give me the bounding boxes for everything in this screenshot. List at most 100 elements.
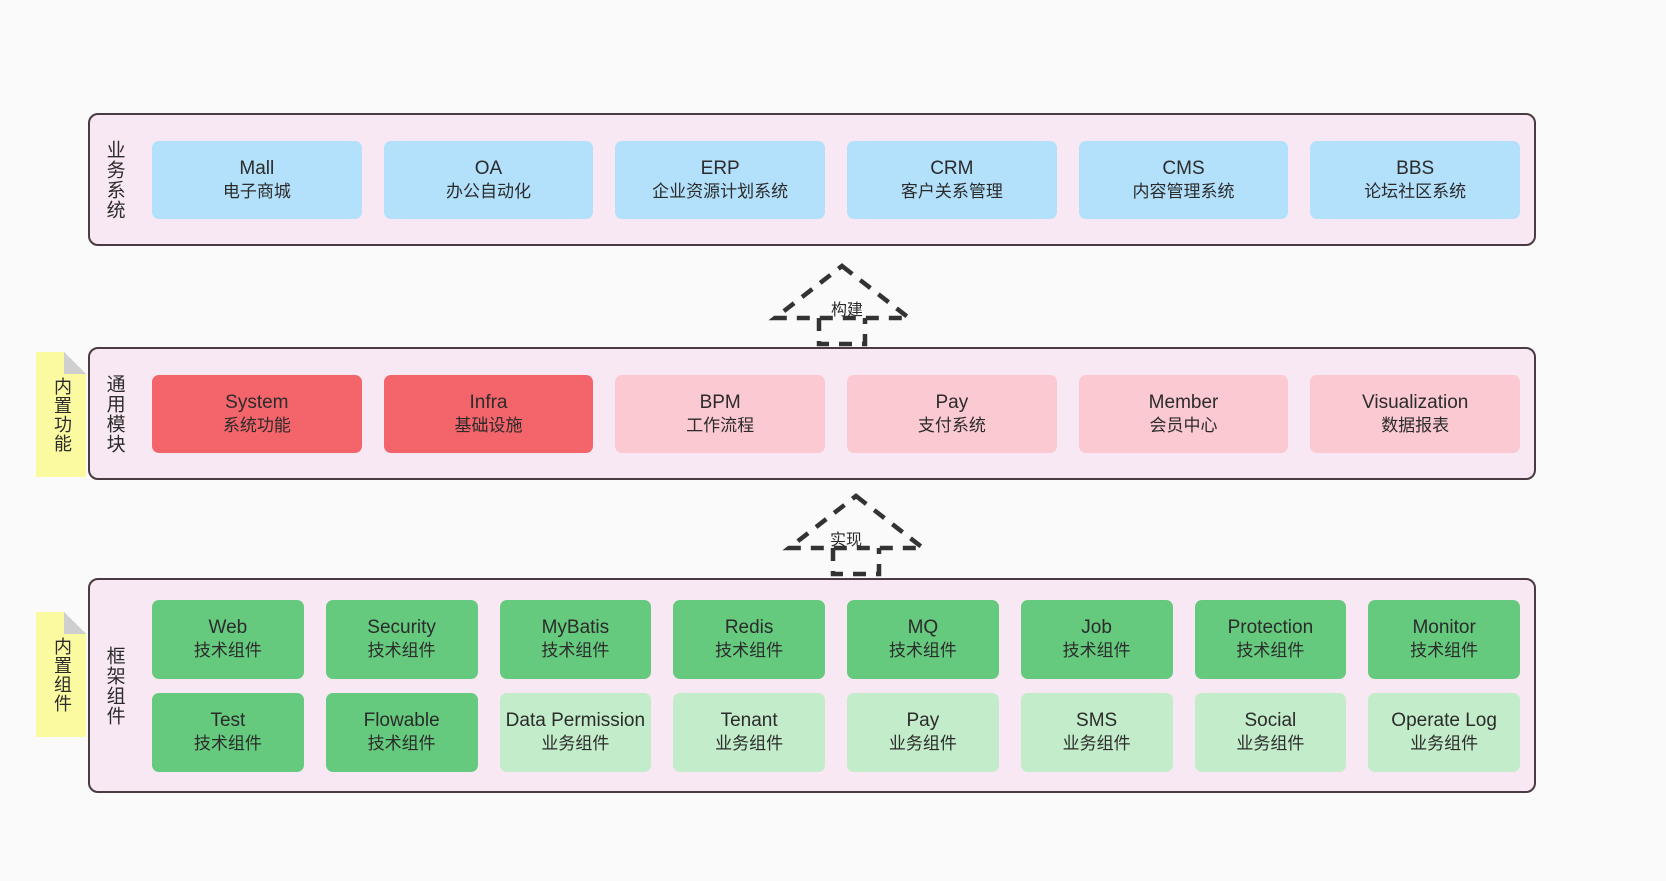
card-title-en: Monitor [1412, 617, 1476, 639]
card-sms[interactable]: SMS 业务组件 [1020, 692, 1173, 772]
card-title-en: Social [1244, 710, 1297, 732]
sticky-note-builtin-component: 内置组件 [36, 612, 86, 737]
card-title-en: Data Permission [505, 710, 646, 732]
card-bbs[interactable]: BBS 论坛社区系统 [1310, 140, 1521, 219]
layer-body-framework-components: Web 技术组件 Security 技术组件 MyBatis 技术组件 Redi… [138, 580, 1534, 791]
card-crm[interactable]: CRM 客户关系管理 [847, 140, 1057, 219]
card-title-en: Member [1148, 391, 1219, 413]
card-social[interactable]: Social 业务组件 [1194, 692, 1347, 772]
card-mq[interactable]: MQ 技术组件 [847, 599, 999, 679]
card-redis[interactable]: Redis 技术组件 [673, 599, 825, 679]
card-oa[interactable]: OA 办公自动化 [383, 140, 594, 219]
layer-framework-components: 框架组件 Web 技术组件 Security 技术组件 MyBatis 技术组件… [88, 578, 1536, 793]
card-title-en: Pay [906, 710, 940, 732]
card-title-cn: 办公自动化 [446, 181, 531, 201]
card-title-cn: 企业资源计划系统 [652, 181, 789, 201]
card-title-en: Visualization [1362, 391, 1469, 413]
layer-title-framework-components: 框架组件 [103, 645, 125, 726]
card-title-cn: 技术组件 [193, 734, 262, 754]
card-title-cn: 业务组件 [888, 734, 957, 754]
card-title-cn: 工作流程 [686, 415, 755, 435]
layer-title-common-modules: 通用模块 [103, 373, 125, 454]
sticky-note-label: 内置功能 [51, 376, 72, 453]
framework-card-row-business: Test 技术组件 Flowable 技术组件 Data Permission … [152, 692, 1520, 772]
card-title-en: Infra [469, 391, 508, 413]
layer-business-systems: 业务系统 Mall 电子商城 OA 办公自动化 ERP 企业资源计划系统 CRM [88, 113, 1536, 246]
card-protection[interactable]: Protection 技术组件 [1194, 599, 1347, 679]
card-title-en: Test [210, 710, 246, 732]
card-title-en: MyBatis [541, 617, 610, 639]
card-title-en: Security [367, 617, 436, 639]
card-title-cn: 技术组件 [541, 641, 610, 661]
arrow-head-triangle [768, 263, 916, 321]
card-data-permission[interactable]: Data Permission 业务组件 [499, 692, 652, 772]
card-job[interactable]: Job 技术组件 [1020, 599, 1173, 679]
card-tenant[interactable]: Tenant 业务组件 [673, 692, 825, 772]
business-card-row: Mall 电子商城 OA 办公自动化 ERP 企业资源计划系统 CRM 客户关系… [152, 140, 1521, 219]
card-system[interactable]: System 系统功能 [152, 374, 362, 453]
card-title-cn: 技术组件 [367, 641, 436, 661]
card-title-cn: 业务组件 [715, 734, 784, 754]
card-title-cn: 技术组件 [888, 641, 957, 661]
card-test[interactable]: Test 技术组件 [152, 692, 304, 772]
card-title-en: Operate Log [1391, 710, 1497, 732]
card-title-cn: 业务组件 [541, 734, 610, 754]
card-web[interactable]: Web 技术组件 [152, 599, 304, 679]
card-erp[interactable]: ERP 企业资源计划系统 [615, 140, 826, 219]
card-title-cn: 内容管理系统 [1132, 181, 1235, 201]
card-title-cn: 基础设施 [454, 415, 523, 435]
card-title-en: CMS [1162, 157, 1205, 179]
card-title-cn: 业务组件 [1410, 734, 1479, 754]
card-title-en: BBS [1396, 157, 1435, 179]
card-title-en: BPM [699, 391, 741, 413]
arrow-label-build: 构建 [831, 302, 864, 319]
card-title-en: Job [1081, 617, 1112, 639]
card-cms[interactable]: CMS 内容管理系统 [1078, 140, 1289, 219]
card-security[interactable]: Security 技术组件 [325, 599, 478, 679]
card-operate-log[interactable]: Operate Log 业务组件 [1368, 692, 1520, 772]
card-visualization[interactable]: Visualization 数据报表 [1310, 374, 1521, 453]
card-title-en: OA [474, 157, 503, 179]
card-title-en: Redis [724, 617, 774, 639]
sticky-note-label: 内置组件 [51, 636, 72, 713]
card-title-cn: 系统功能 [222, 415, 291, 435]
card-monitor[interactable]: Monitor 技术组件 [1368, 599, 1520, 679]
card-title-cn: 技术组件 [1410, 641, 1479, 661]
card-title-en: Pay [935, 391, 969, 413]
card-pay-module[interactable]: Pay 支付系统 [847, 374, 1057, 453]
arrow-label-implement: 实现 [830, 532, 863, 549]
layer-common-modules: 通用模块 System 系统功能 Infra 基础设施 BPM 工作流程 Pay [88, 347, 1536, 480]
card-title-en: ERP [700, 157, 740, 179]
framework-card-row-technical: Web 技术组件 Security 技术组件 MyBatis 技术组件 Redi… [152, 599, 1520, 679]
card-pay-component[interactable]: Pay 业务组件 [847, 692, 999, 772]
module-card-row: System 系统功能 Infra 基础设施 BPM 工作流程 Pay 支付系统… [152, 374, 1521, 453]
layer-body-business-systems: Mall 电子商城 OA 办公自动化 ERP 企业资源计划系统 CRM 客户关系… [138, 115, 1534, 244]
card-infra[interactable]: Infra 基础设施 [383, 374, 594, 453]
arrow-head-triangle [782, 493, 930, 551]
card-mybatis[interactable]: MyBatis 技术组件 [499, 599, 652, 679]
card-title-cn: 会员中心 [1149, 415, 1218, 435]
card-flowable[interactable]: Flowable 技术组件 [325, 692, 478, 772]
card-title-cn: 业务组件 [1062, 734, 1131, 754]
card-bpm[interactable]: BPM 工作流程 [615, 374, 826, 453]
card-title-en: Protection [1227, 617, 1314, 639]
layer-body-common-modules: System 系统功能 Infra 基础设施 BPM 工作流程 Pay 支付系统… [138, 349, 1534, 478]
card-mall[interactable]: Mall 电子商城 [152, 140, 362, 219]
card-title-cn: 技术组件 [1236, 641, 1305, 661]
card-title-cn: 论坛社区系统 [1364, 181, 1467, 201]
arrow-shaft [830, 548, 882, 577]
card-title-cn: 电子商城 [222, 181, 291, 201]
card-title-cn: 业务组件 [1236, 734, 1305, 754]
card-title-cn: 支付系统 [917, 415, 986, 435]
sticky-note-builtin-function: 内置功能 [36, 352, 86, 477]
card-title-en: SMS [1076, 710, 1118, 732]
card-title-cn: 数据报表 [1381, 415, 1450, 435]
card-title-en: Tenant [720, 710, 778, 732]
card-title-en: Flowable [363, 710, 440, 732]
card-member[interactable]: Member 会员中心 [1078, 374, 1289, 453]
card-title-cn: 客户关系管理 [900, 181, 1003, 201]
card-title-cn: 技术组件 [367, 734, 436, 754]
generalization-arrow-implement: 实现 [771, 492, 941, 577]
card-title-en: CRM [930, 157, 974, 179]
